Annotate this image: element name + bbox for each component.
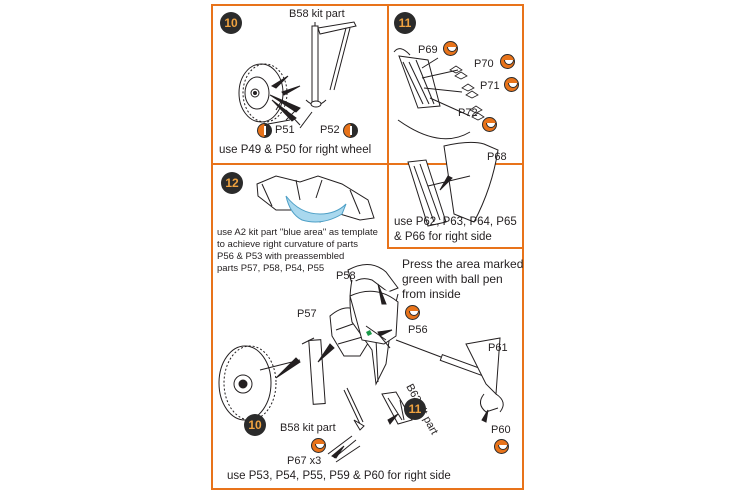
- green-press-mark: [366, 330, 372, 336]
- bottom-caption: use P53, P54, P55, P59 & P60 for right s…: [227, 470, 451, 482]
- step-11-badge: 11: [394, 12, 416, 34]
- step-12-badge: 12: [221, 172, 243, 194]
- top-left-caption: use P49 & P50 for right wheel: [219, 144, 372, 156]
- assembly-arrows: [270, 75, 489, 459]
- part-p67-label: P67 x3: [287, 455, 322, 467]
- part-p61-label: P61: [488, 342, 508, 354]
- wheel-hub-parts-drawing: [267, 94, 313, 129]
- part-p60-icon: [494, 439, 509, 454]
- template-note-line2: to achieve right curvature of parts: [217, 239, 358, 250]
- template-note-line4: parts P57, P58, P54, P55: [217, 263, 325, 274]
- part-p72-label: P72: [458, 107, 478, 119]
- press-note-line1: Press the area marked: [402, 257, 524, 271]
- bottom-wheel-drawing: [218, 345, 277, 421]
- press-note-line3: from inside: [402, 287, 461, 301]
- part-p72-icon: [482, 117, 497, 132]
- part-p52-label: P52: [320, 124, 340, 136]
- part-p68-label: P68: [487, 151, 507, 163]
- part-p69-label: P69: [418, 44, 438, 56]
- part-p67-icon: [311, 438, 326, 453]
- top-right-caption-line2: & P66 for right side: [394, 231, 492, 243]
- part-p58-label: P58: [336, 270, 356, 282]
- template-note-line1: use A2 kit part "blue area" as template: [217, 227, 378, 238]
- part-p56-icon-top: [405, 305, 420, 320]
- wheel-drawing: [238, 63, 288, 123]
- upper-door-panel-drawing: [393, 48, 485, 121]
- part-p60-label: P60: [491, 424, 511, 436]
- hinge-parts-p67-drawing: [327, 391, 413, 463]
- panel-frame-bottom: [211, 163, 524, 490]
- step-11-ref-badge: 11: [404, 398, 426, 420]
- part-p51-label: P51: [275, 124, 295, 136]
- wing-template-drawing: [256, 175, 375, 223]
- part-p70-icon: [500, 54, 515, 69]
- template-note-line3: P56 & P53 with preassembled: [217, 251, 345, 262]
- kit-part-b58-bottom-label: B58 kit part: [280, 422, 336, 434]
- kit-part-b58-label: B58 kit part: [289, 8, 345, 20]
- part-p70-label: P70: [474, 58, 494, 70]
- step-10-badge: 10: [220, 12, 242, 34]
- part-p69-icon: [443, 41, 458, 56]
- part-p51-icon: [257, 123, 272, 138]
- part-p52-icon: [343, 123, 358, 138]
- press-note-line2: green with ball pen: [402, 272, 503, 286]
- part-p57-label: P57: [297, 308, 317, 320]
- part-p71-label: P71: [480, 80, 500, 92]
- lower-door-panel-drawing: [397, 119, 499, 227]
- part-p56-label: P56: [408, 324, 428, 336]
- panel-frame-top-right: [387, 4, 524, 249]
- step-10-ref-badge: 10: [244, 414, 266, 436]
- top-right-caption-line1: use P62, P63, P64, P65: [394, 216, 517, 228]
- small-door-p61-drawing: [465, 337, 504, 413]
- main-gear-strut-drawing: [305, 21, 357, 108]
- part-p71-icon: [504, 77, 519, 92]
